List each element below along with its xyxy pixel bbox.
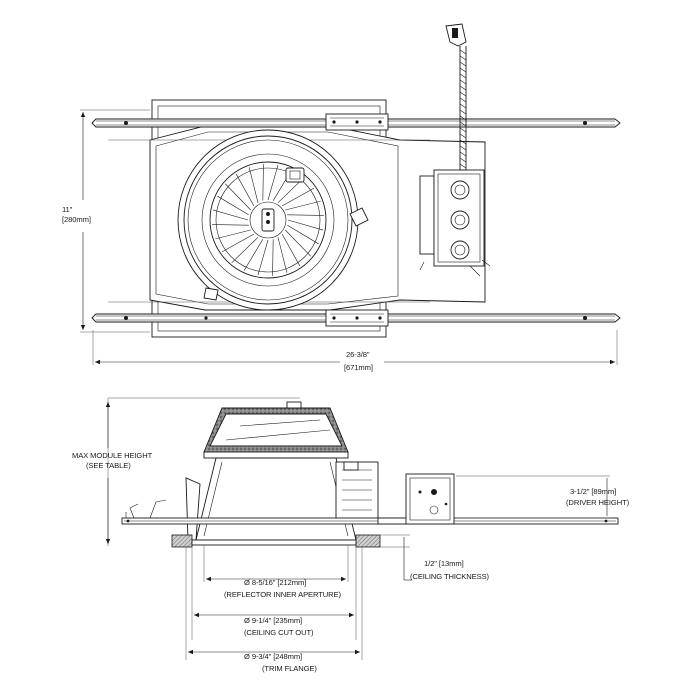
width-dim-metric: [671mm] bbox=[344, 363, 373, 372]
ceiling-cutout-dimension: Ø 9-1/4" [235mm] (CEILING CUT OUT) bbox=[191, 547, 357, 640]
flex-conduit bbox=[445, 23, 467, 171]
hanger-bar-bottom bbox=[91, 309, 621, 327]
height-dim-metric: [280mm] bbox=[62, 215, 91, 224]
trim-flange-note: (TRIM FLANGE) bbox=[262, 664, 317, 673]
ceiling-thickness-note: (CEILING THICKNESS) bbox=[410, 572, 490, 581]
reflector-aperture-label: Ø 8-5/16" [212mm] bbox=[244, 578, 306, 587]
junction-box-side bbox=[405, 473, 455, 525]
junction-box bbox=[419, 169, 491, 277]
height-dim-imperial: 11" bbox=[62, 205, 73, 214]
reflector-aperture-dimension: Ø 8-5/16" [212mm] (REFLECTOR INNER APERT… bbox=[203, 545, 349, 599]
hanger-bar-top bbox=[91, 113, 621, 131]
trim-flange-label: Ø 9-3/4" [248mm] bbox=[244, 652, 302, 661]
ceiling-section bbox=[171, 534, 381, 548]
width-dim-imperial: 26-3/8" bbox=[346, 350, 370, 359]
side-view: MAX MODULE HEIGHT (SEE TABLE) 3-1/2" [89… bbox=[72, 397, 630, 673]
top-view: 11" [280mm] 26-3/8" [671mm] bbox=[62, 23, 621, 372]
driver-height-dimension: 3-1/2" [89mm] (DRIVER HEIGHT) bbox=[456, 475, 630, 519]
ceiling-cutout-note: (CEILING CUT OUT) bbox=[244, 628, 314, 637]
mounting-bracket-right bbox=[335, 461, 379, 521]
hanger-bar-side bbox=[121, 499, 619, 525]
max-module-height-dimension: MAX MODULE HEIGHT (SEE TABLE) bbox=[72, 402, 153, 544]
lamp-module bbox=[177, 129, 369, 311]
max-module-height-label: MAX MODULE HEIGHT bbox=[72, 451, 153, 460]
height-dimension: 11" [280mm] bbox=[62, 109, 150, 333]
reflector-aperture-note: (REFLECTOR INNER APERTURE) bbox=[224, 590, 342, 599]
ceiling-thickness-label: 1/2" [13mm] bbox=[424, 559, 464, 568]
driver-height-label: 3-1/2" [89mm] bbox=[570, 487, 616, 496]
ceiling-thickness-dimension: 1/2" [13mm] (CEILING THICKNESS) bbox=[380, 534, 490, 581]
max-module-height-note: (SEE TABLE) bbox=[86, 461, 131, 470]
trim-flange-dimension: Ø 9-3/4" [248mm] (TRIM FLANGE) bbox=[185, 547, 363, 673]
ceiling-cutout-label: Ø 9-1/4" [235mm] bbox=[244, 616, 302, 625]
driver-height-note: (DRIVER HEIGHT) bbox=[566, 498, 630, 507]
width-dimension: 26-3/8" [671mm] bbox=[92, 330, 618, 372]
